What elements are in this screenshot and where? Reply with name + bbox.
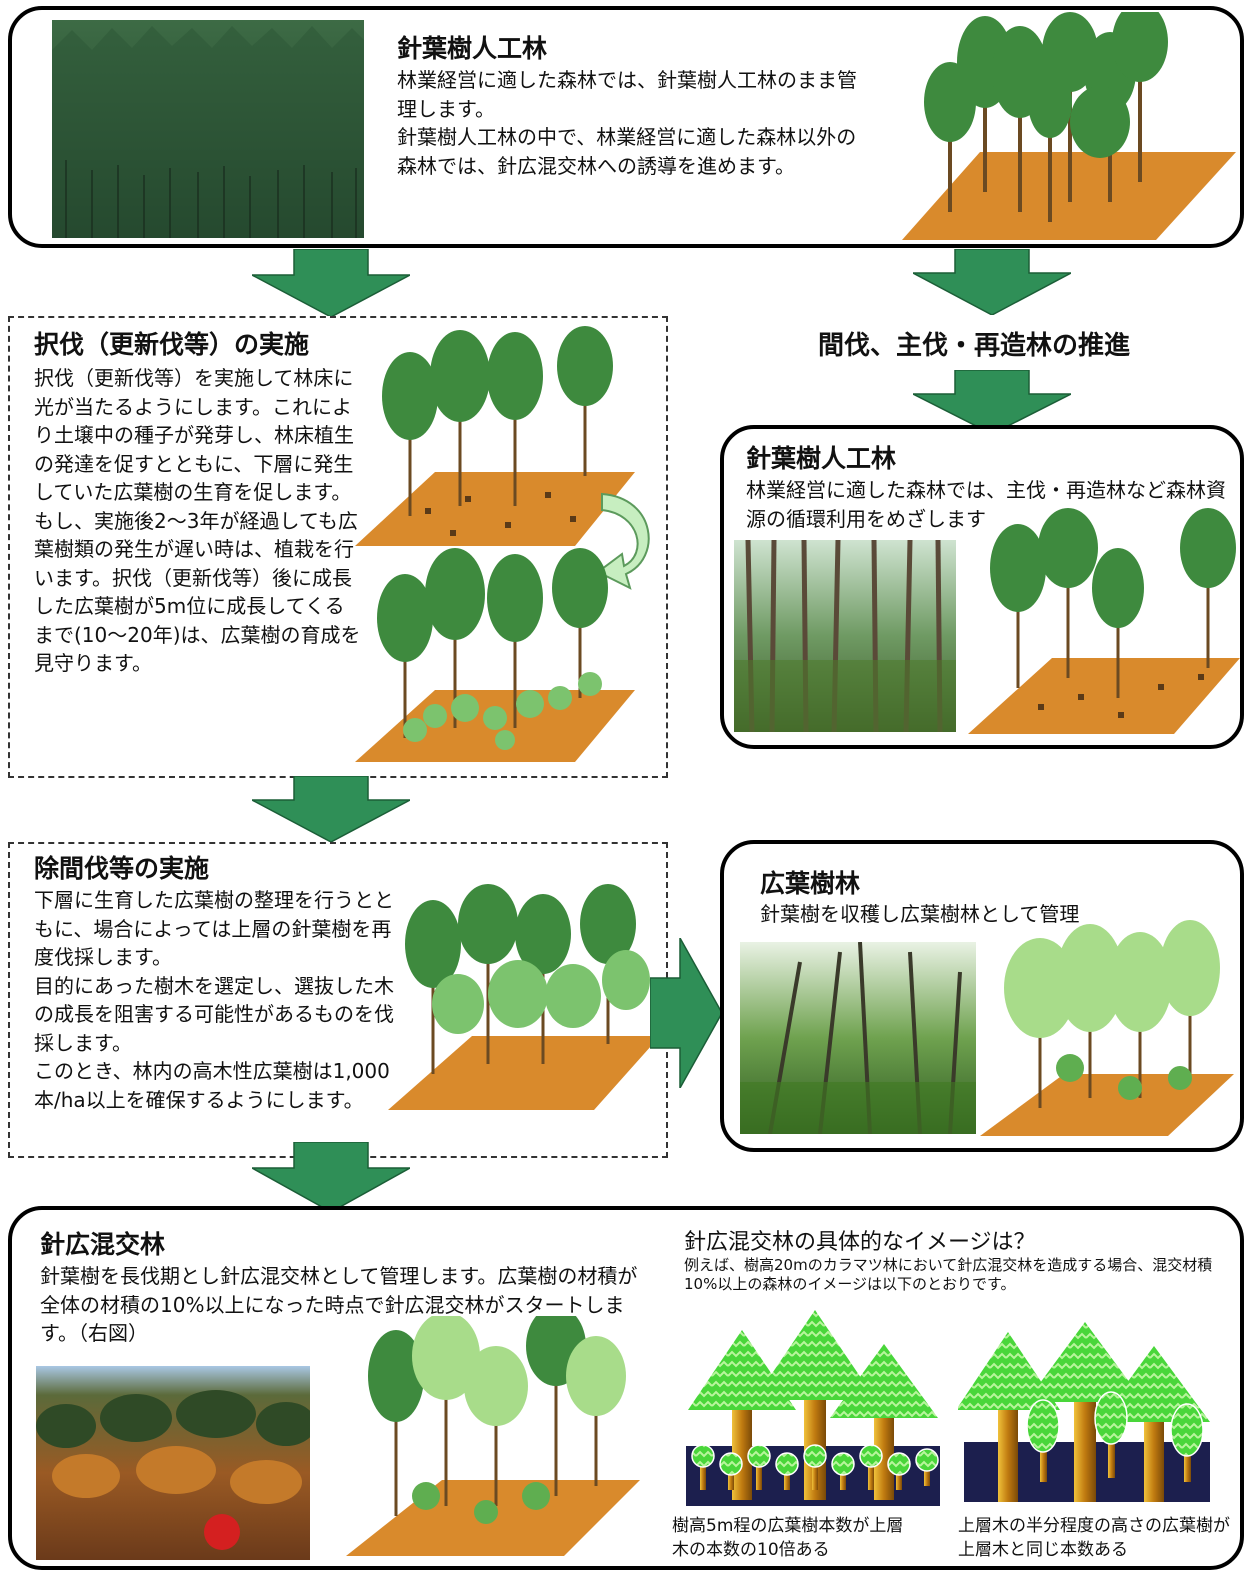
mixed-diagram-left (680, 1310, 942, 1506)
mixed-stand-illustration (346, 1316, 640, 1560)
panel1-title: 針葉樹人工林 (397, 34, 548, 63)
selection-cut-illustration-after (355, 548, 635, 766)
panel6-title: 針広混交林 (40, 1230, 166, 1259)
conifer-forest-photo (52, 20, 364, 238)
right-arrow (649, 935, 723, 1091)
panel3-title: 針葉樹人工林 (746, 444, 897, 473)
broadleaf-stand-illustration (980, 918, 1234, 1140)
down-arrow-5 (249, 1141, 413, 1213)
panel2-title: 択伐（更新伐等）の実施 (34, 330, 310, 359)
mixed-image-note: 例えば、樹高20mのカラマツ林において針広混交林を造成する場合、混交材積10%以… (684, 1256, 1213, 1293)
panel2-text: 択伐（更新伐等）を実施して林床に光が当たるようにします。これにより土壌中の種子が… (34, 366, 361, 675)
flow-label-thinning: 間伐、主伐・再造林の推進 (818, 331, 1131, 361)
panel6-text: 針葉樹を長伐期とし針広混交林として管理します。広葉樹の材積が全体の材積の10%以… (40, 1264, 638, 1345)
panel5-title: 広葉樹林 (760, 869, 861, 898)
mixed-caption-left: 樹高5m程の広葉樹本数が上層木の本数の10倍ある (672, 1516, 904, 1560)
thinning-illustration (388, 884, 660, 1114)
down-arrow-4 (251, 775, 411, 843)
down-arrow-3 (912, 369, 1072, 435)
down-arrow-2 (912, 248, 1072, 316)
panel5-text: 針葉樹を収穫し広葉樹林として管理 (760, 902, 1080, 926)
panel1-text: 林業経営に適した森林では、針葉樹人工林のまま管理します。 針葉樹人工林の中で、林… (397, 68, 857, 178)
mixed-caption-right: 上層木の半分程度の高さの広葉樹が上層木と同じ本数ある (958, 1516, 1230, 1560)
mixed-image-title: 針広混交林の具体的なイメージは？ (684, 1230, 1036, 1255)
conifer-replanting-illustration (968, 508, 1240, 738)
broadleaf-forest-photo (740, 942, 976, 1134)
selection-cut-illustration-before (355, 326, 635, 552)
autumn-mixed-forest-photo (36, 1366, 310, 1560)
panel4-text: 下層に生育した広葉樹の整理を行うとともに、場合によっては上層の針葉樹を再度伐採し… (34, 888, 394, 1112)
cedar-forest-photo (734, 540, 956, 732)
down-arrow-1 (251, 248, 411, 318)
curved-arrow-icon (596, 488, 660, 594)
panel3-text: 林業経営に適した森林では、主伐・再造林など森林資源の循環利用をめざします (746, 478, 1226, 531)
conifer-stand-illustration (900, 12, 1236, 244)
panel4-title: 除間伐等の実施 (34, 854, 210, 883)
mixed-diagram-right (958, 1322, 1212, 1508)
